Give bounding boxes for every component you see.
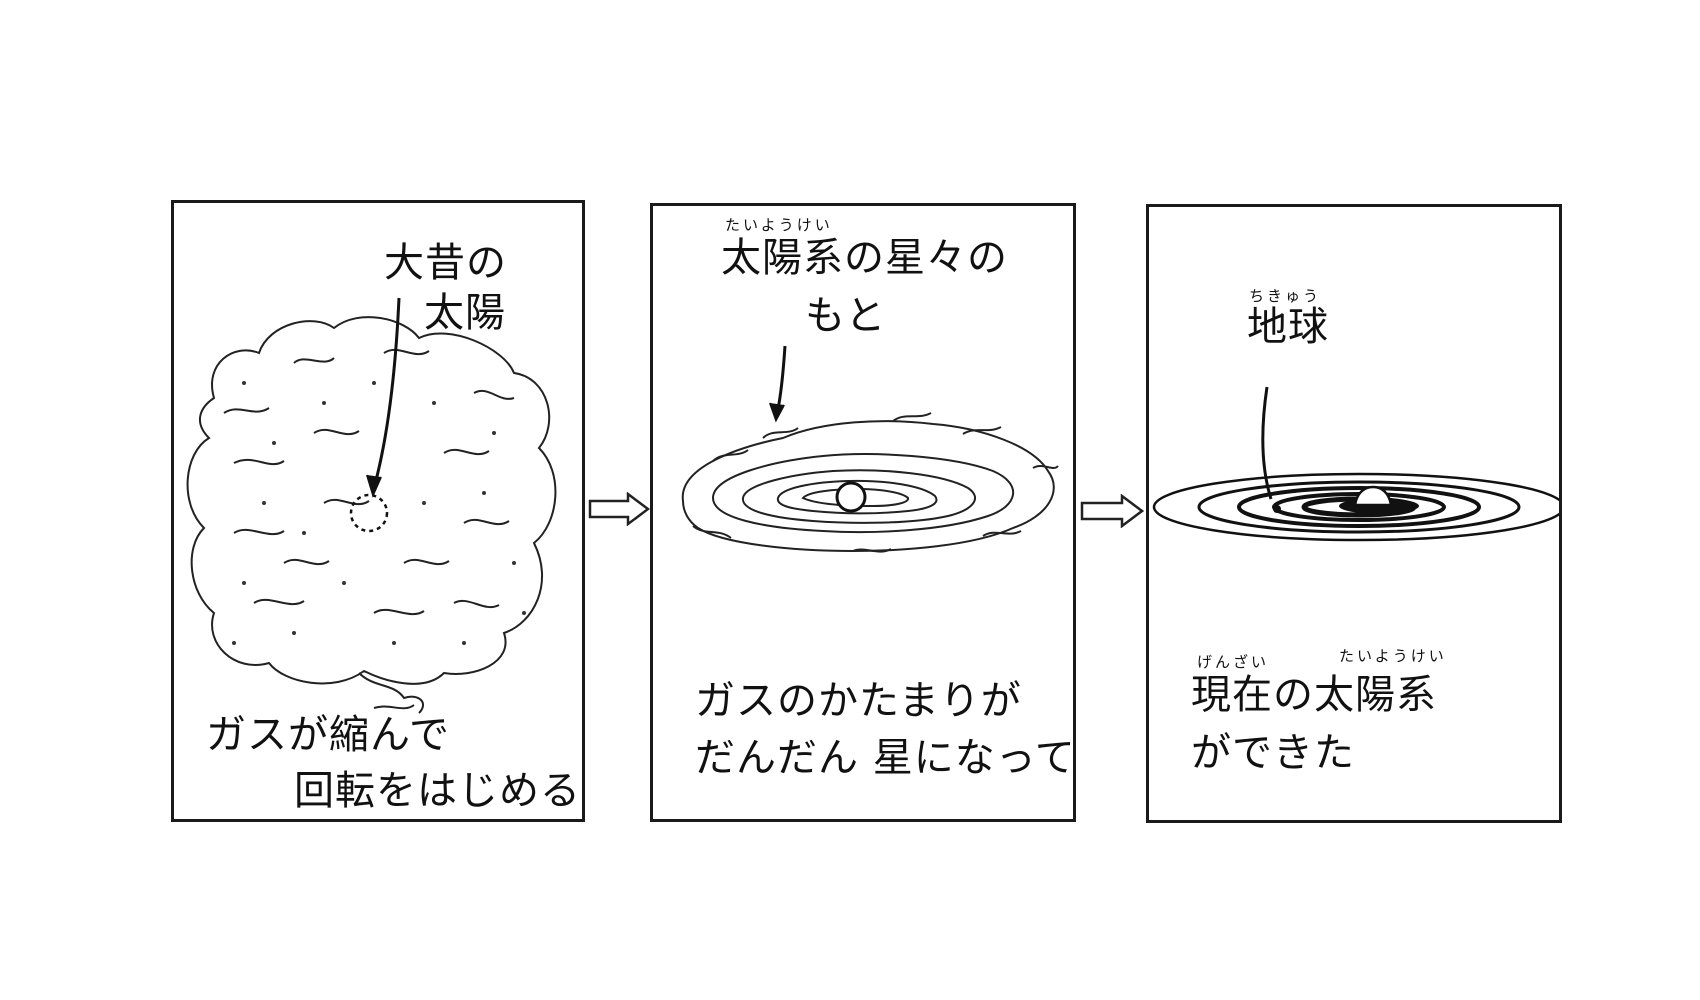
solar-system-illustration (1152, 386, 1559, 542)
pointer-arrow (775, 345, 787, 415)
pointer-arrow (1261, 386, 1273, 500)
gas-disk-illustration (681, 345, 1059, 553)
label-line-1: 太陽系の星々の (721, 235, 1008, 281)
panel-ancient-sun: 大昔の 太陽 ガスが縮んで 回転をはじめる (171, 200, 585, 822)
caption-ruby-1: げんざい (1197, 653, 1270, 671)
caption-line-1: 現在の太陽系 (1191, 672, 1437, 718)
label-line-1: 地球 (1247, 304, 1329, 350)
caption-line-2: だんだん 星になって (695, 735, 1076, 781)
label-line-1: 大昔の (384, 240, 507, 286)
label-line-2: 太陽 (424, 290, 506, 336)
sun-icon (1353, 485, 1393, 507)
caption-ruby-2: たいようけい (1339, 647, 1447, 665)
panel-current-solar-system: ちきゅう 地球 げんざい たいようけい 現在の太陽系 ができた (1146, 204, 1562, 823)
ancient-sun-circle (349, 493, 389, 533)
right-arrow-icon (1080, 494, 1144, 528)
pointer-arrow (372, 297, 401, 489)
label-line-2: もと (805, 293, 887, 339)
right-arrow-icon (588, 492, 650, 526)
contracting-gas-cloud-illustration (186, 297, 557, 714)
label-ruby: ちきゅう (1249, 287, 1322, 305)
caption-line-2: ができた (1191, 730, 1355, 776)
caption-line-1: ガスが縮んで (206, 712, 450, 758)
proto-sun-circle (835, 481, 867, 513)
caption-line-2: 回転をはじめる (294, 768, 581, 814)
earth-dot (1273, 505, 1281, 513)
label-ruby: たいようけい (725, 216, 833, 234)
caption-line-1: ガスのかたまりが (695, 678, 1022, 724)
panel-planet-origins: たいようけい 太陽系の星々の もと ガスのかたまりが だんだん 星になって (650, 203, 1076, 822)
